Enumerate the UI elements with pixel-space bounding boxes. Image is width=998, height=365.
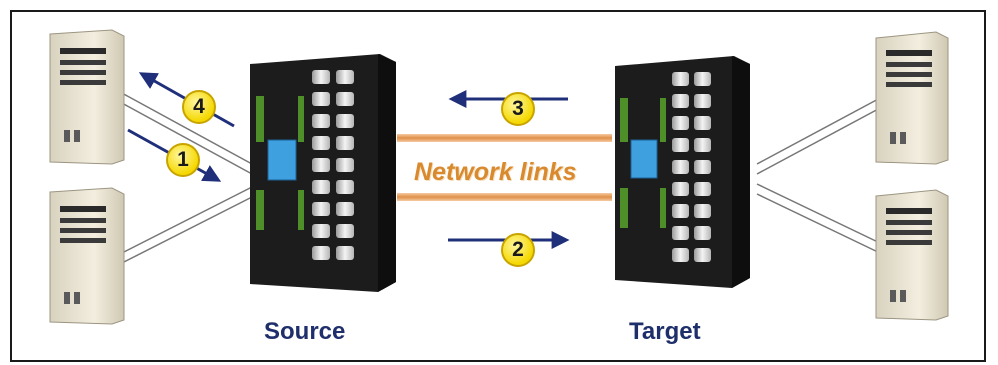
target-storage-array <box>615 56 750 288</box>
source-storage-array <box>250 54 396 292</box>
source-drive-bays <box>312 70 354 260</box>
network-links <box>397 134 612 201</box>
right-host-cables <box>756 96 883 255</box>
left-host-cables <box>119 91 253 265</box>
step-badge-2: 2 <box>501 233 535 267</box>
target-drive-bays <box>672 72 711 262</box>
replication-diagram <box>49 29 949 325</box>
step-badge-3: 3 <box>501 92 535 126</box>
host-server-bottom-left <box>49 187 125 325</box>
source-label: Source <box>264 318 346 345</box>
host-server-top-left <box>49 29 125 165</box>
network-links-label: Network links <box>414 158 577 186</box>
step-badge-4: 4 <box>182 90 216 124</box>
target-label: Target <box>629 318 701 345</box>
host-server-top-right <box>875 31 949 165</box>
step-badge-1: 1 <box>166 143 200 177</box>
host-server-bottom-right <box>875 189 949 321</box>
diagram-frame: 4 1 3 2 Network links Source Target <box>10 10 986 362</box>
